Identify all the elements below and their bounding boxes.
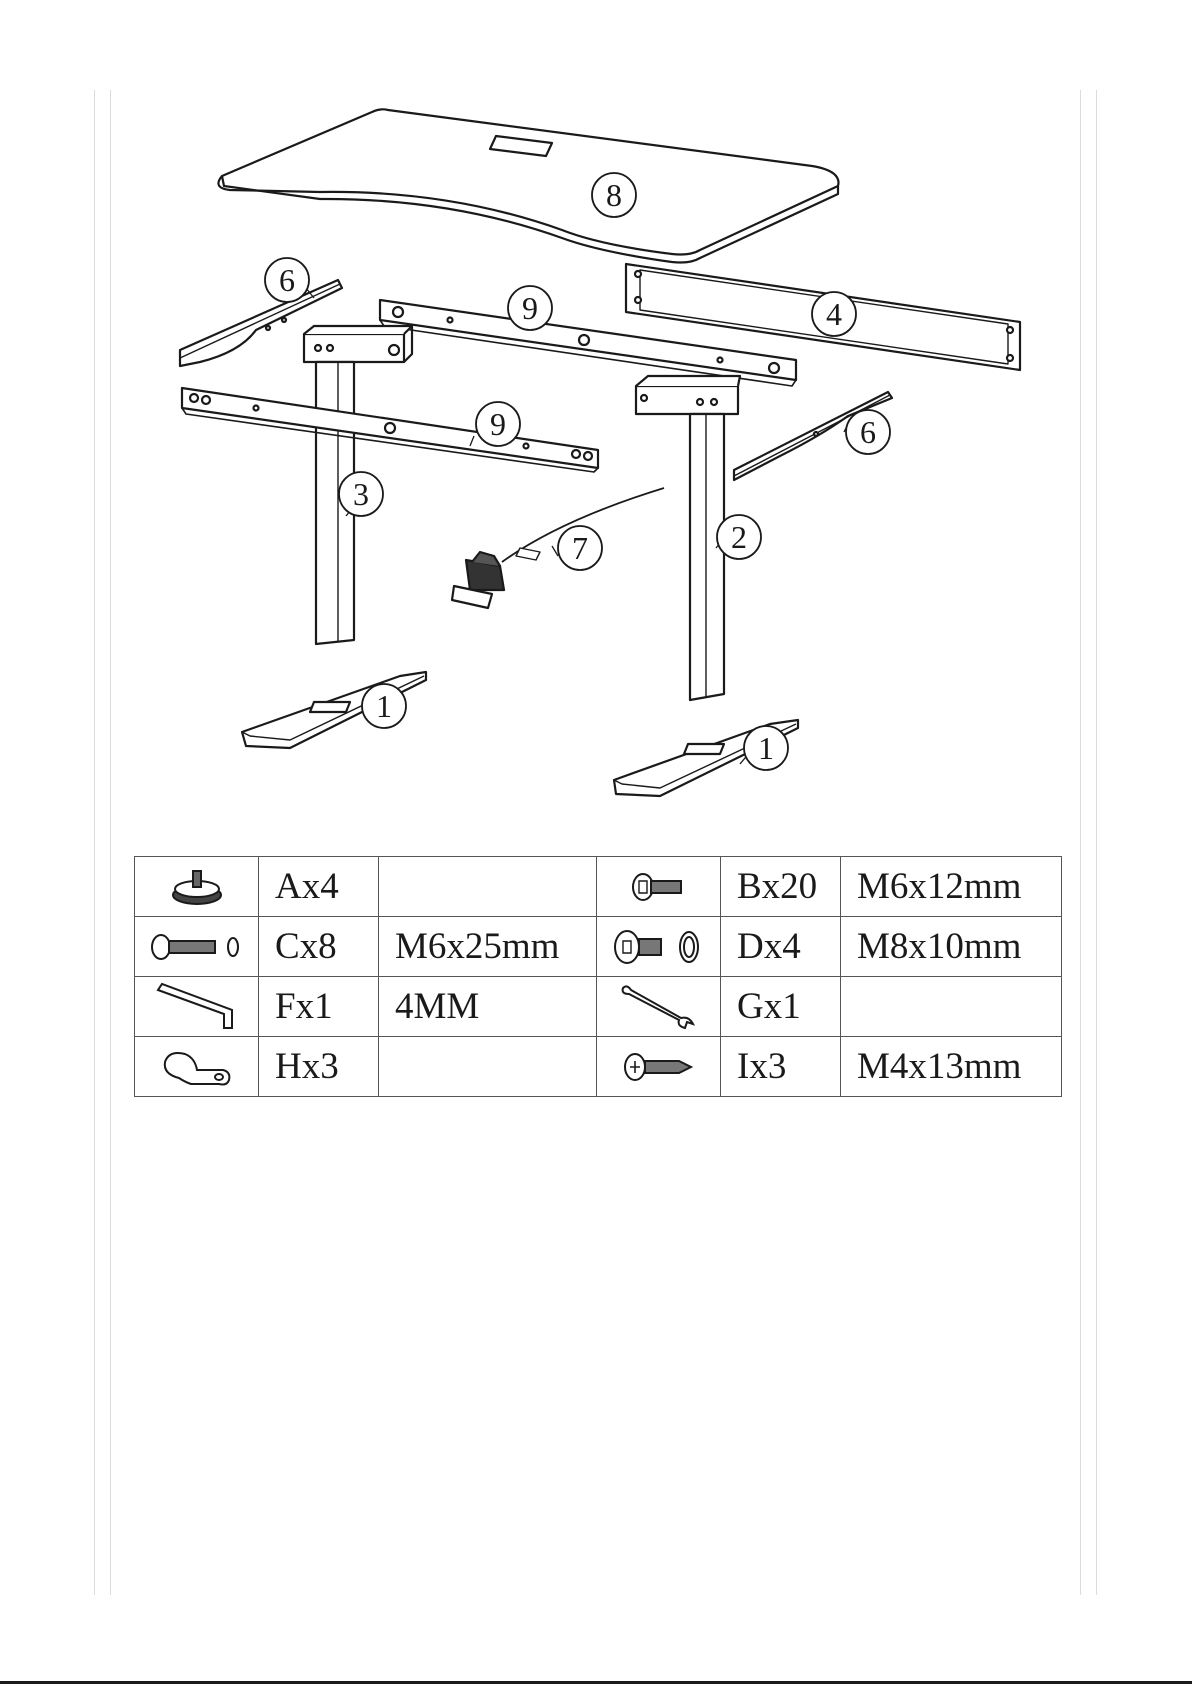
page-bottom-rule <box>0 1681 1192 1684</box>
callout-1-right: 1 <box>744 726 788 770</box>
callout-4: 4 <box>812 292 856 336</box>
table-row: Ax4 Bx20 M6x12mm <box>135 857 1062 917</box>
foot-pad-icon <box>135 857 259 917</box>
table-row: Fx1 4MM Gx1 <box>135 977 1062 1037</box>
hardware-qty: Fx1 <box>259 977 379 1037</box>
hardware-qty: Hx3 <box>259 1037 379 1097</box>
callout-6-right: 6 <box>846 410 890 454</box>
svg-text:1: 1 <box>376 688 392 724</box>
hardware-qty: Bx20 <box>721 857 841 917</box>
bolt-washer-icon <box>135 917 259 977</box>
svg-text:8: 8 <box>606 177 622 213</box>
hardware-size: M8x10mm <box>841 917 1062 977</box>
svg-text:2: 2 <box>731 519 747 555</box>
hardware-size: M6x12mm <box>841 857 1062 917</box>
hardware-size: M4x13mm <box>841 1037 1062 1097</box>
callout-9-front: 9 <box>476 402 520 446</box>
cable-clip-icon <box>135 1037 259 1097</box>
hardware-size <box>379 857 597 917</box>
allen-key-icon <box>135 977 259 1037</box>
table-row: Hx3 Ix3 M4x13mm <box>135 1037 1062 1097</box>
flange-bolt-washer-icon <box>597 917 721 977</box>
wrench-icon <box>597 977 721 1037</box>
hardware-qty: Ax4 <box>259 857 379 917</box>
hardware-qty: Ix3 <box>721 1037 841 1097</box>
callout-7: 7 <box>558 526 602 570</box>
hardware-size <box>841 977 1062 1037</box>
hardware-size: 4MM <box>379 977 597 1037</box>
callout-8: 8 <box>592 173 636 217</box>
callout-6-left: 6 <box>265 258 309 302</box>
svg-text:7: 7 <box>572 530 588 566</box>
exploded-assembly-diagram: 8 6 9 4 9 6 3 2 7 1 1 <box>0 0 1192 820</box>
svg-text:4: 4 <box>826 296 842 332</box>
callout-1-left: 1 <box>362 684 406 728</box>
callout-3: 3 <box>339 472 383 516</box>
svg-text:9: 9 <box>522 290 538 326</box>
svg-text:3: 3 <box>353 476 369 512</box>
hardware-parts-table: Ax4 Bx20 M6x12mm Cx8 M6x25mm Dx4 M8x10mm <box>134 856 1062 1097</box>
svg-text:1: 1 <box>758 730 774 766</box>
svg-text:6: 6 <box>279 262 295 298</box>
table-row: Cx8 M6x25mm Dx4 M8x10mm <box>135 917 1062 977</box>
wood-screw-icon <box>597 1037 721 1097</box>
hardware-qty: Cx8 <box>259 917 379 977</box>
hardware-qty: Gx1 <box>721 977 841 1037</box>
button-head-bolt-icon <box>597 857 721 917</box>
svg-text:9: 9 <box>490 406 506 442</box>
callout-2: 2 <box>717 515 761 559</box>
hardware-size: M6x25mm <box>379 917 597 977</box>
hardware-qty: Dx4 <box>721 917 841 977</box>
crossbar-front-part <box>182 388 598 472</box>
hardware-size <box>379 1037 597 1097</box>
callout-9-back: 9 <box>508 286 552 330</box>
desktop-part <box>218 109 838 262</box>
svg-text:6: 6 <box>860 414 876 450</box>
